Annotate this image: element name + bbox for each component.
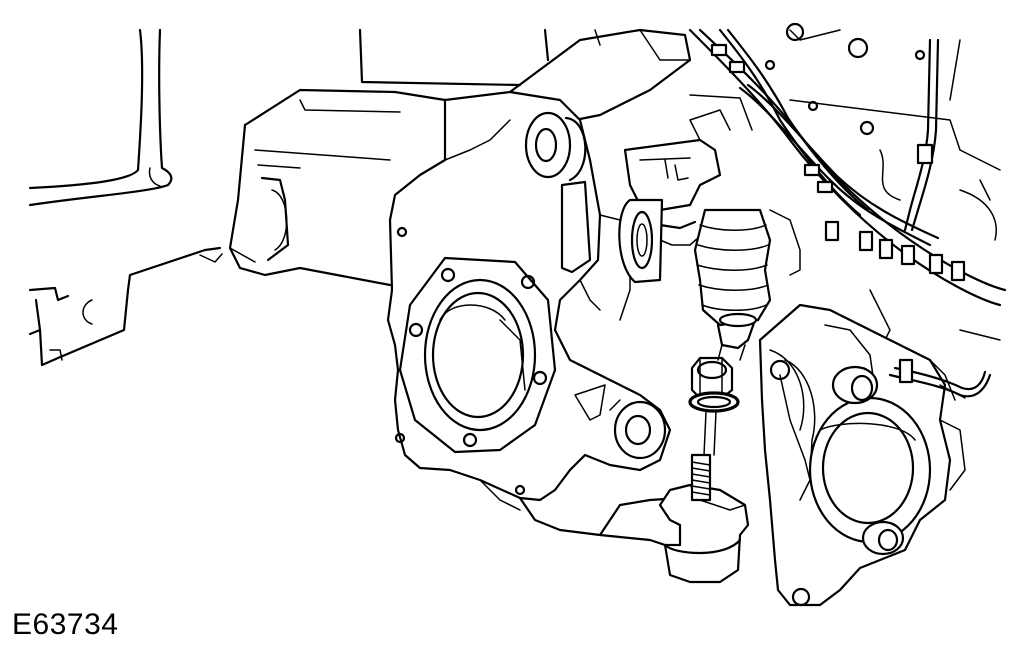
lower-arm-mount [394, 384, 667, 496]
steering-rack-body [623, 94, 801, 276]
tie-rod-stud [690, 453, 712, 502]
tie-rod-end [658, 483, 750, 584]
hub-flange [396, 226, 557, 454]
upper-ball-joint [524, 111, 592, 274]
chassis-plate [764, 22, 1001, 351]
upper-control-arm [508, 28, 692, 122]
body-panel-left [28, 28, 223, 367]
brake-caliper [758, 303, 966, 607]
washer [688, 391, 740, 413]
right-edge-lines [949, 39, 1001, 341]
alignment-guide [703, 411, 717, 456]
figure-id-label: E63734 [12, 608, 119, 641]
brake-lines [688, 28, 1007, 307]
subframe-crossmember [228, 28, 550, 287]
caliper-brake-hose [888, 358, 992, 399]
steering-rack-boot [693, 208, 772, 361]
rack-mount-bushing [618, 198, 664, 284]
nut [690, 356, 734, 400]
